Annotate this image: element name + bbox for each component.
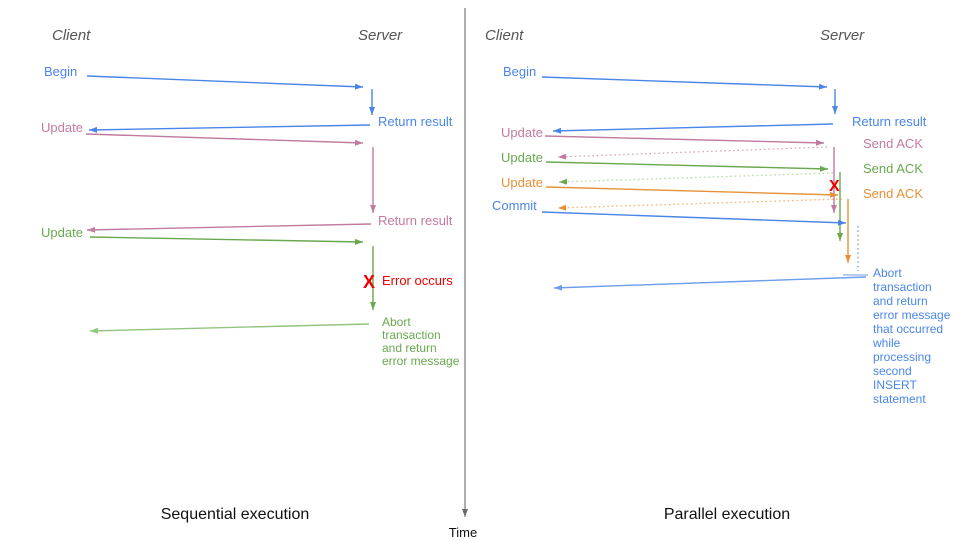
abort-return-arrow xyxy=(89,323,370,334)
abort-text-line: INSERT xyxy=(873,378,917,392)
update-2-label: Update xyxy=(501,150,543,165)
abort-text-line: while xyxy=(872,336,901,350)
server-heading: Server xyxy=(820,27,865,44)
begin-request-arrow xyxy=(86,75,364,90)
commit-request-arrow xyxy=(541,211,847,226)
update-2-request-arrow xyxy=(545,161,829,172)
time-axis-label: Time xyxy=(449,525,477,540)
client-heading: Client xyxy=(485,27,524,44)
abort-text-line: transaction xyxy=(873,280,932,294)
begin-label: Begin xyxy=(44,64,77,79)
begin-request-arrow xyxy=(541,76,828,90)
abort-text-line: second xyxy=(873,364,912,378)
send-ack-3-arrow xyxy=(557,198,843,211)
abort-text-line: error message xyxy=(382,354,460,368)
sequential-caption: Sequential execution xyxy=(161,506,310,523)
sequential-panel: Client Server Begin Return result Update… xyxy=(41,27,460,523)
abort-text-line: and return xyxy=(382,341,437,355)
return-result-1-arrow xyxy=(88,124,371,133)
abort-return-arrow xyxy=(553,276,867,291)
send-ack-2-arrow xyxy=(558,172,834,185)
error-occurs-label: Error occurs xyxy=(382,273,453,288)
abort-text-line: statement xyxy=(873,392,926,406)
update-1-request-arrow xyxy=(85,133,364,146)
return-result-2-arrow xyxy=(86,223,372,233)
update-1-request-arrow xyxy=(544,135,825,146)
update-3-request-arrow xyxy=(545,186,839,198)
abort-text-line: transaction xyxy=(382,328,441,342)
return-result-1-label: Return result xyxy=(378,114,453,129)
return-result-2-label: Return result xyxy=(378,213,453,228)
update-3-label: Update xyxy=(501,175,543,190)
return-result-label: Return result xyxy=(852,114,927,129)
time-axis: Time xyxy=(449,8,477,540)
send-ack-3-label: Send ACK xyxy=(863,186,923,201)
update-2-label: Update xyxy=(41,225,83,240)
abort-text-line: processing xyxy=(873,350,931,364)
update-1-label: Update xyxy=(501,125,543,140)
commit-label: Commit xyxy=(492,198,537,213)
abort-text-line: Abort xyxy=(873,266,902,280)
send-ack-2-label: Send ACK xyxy=(863,161,923,176)
return-result-arrow xyxy=(552,123,834,134)
abort-text-line: and return xyxy=(873,294,928,308)
server-heading: Server xyxy=(358,27,403,44)
error-x-icon: X xyxy=(363,272,375,292)
client-heading: Client xyxy=(52,27,91,44)
error-x-icon: X xyxy=(829,178,840,195)
begin-label: Begin xyxy=(503,64,536,79)
parallel-caption: Parallel execution xyxy=(664,506,790,523)
update-2-request-arrow xyxy=(89,236,364,245)
parallel-panel: Client Server Begin Return result Update… xyxy=(485,27,951,523)
abort-text-line: error message xyxy=(873,308,951,322)
send-ack-1-arrow xyxy=(557,146,828,160)
send-ack-1-label: Send ACK xyxy=(863,136,923,151)
abort-text-line: that occurred xyxy=(873,322,943,336)
update-1-label: Update xyxy=(41,120,83,135)
abort-text-line: Abort xyxy=(382,315,411,329)
